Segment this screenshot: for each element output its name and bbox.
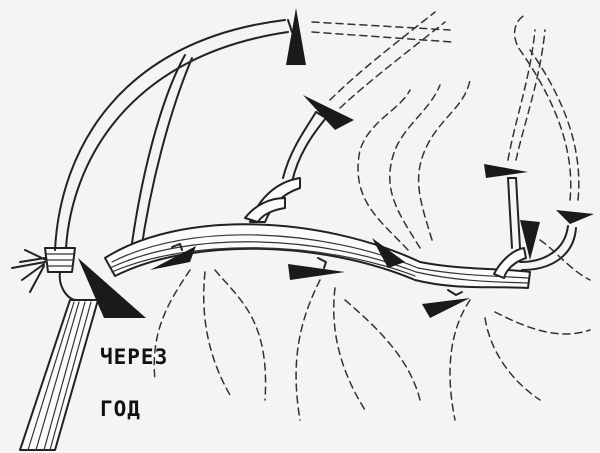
caption-text: ЧЕРЕЗ ГОД bbox=[100, 318, 220, 448]
arrowhead-icon bbox=[288, 264, 345, 280]
arrowhead-icon bbox=[556, 210, 594, 224]
arrowhead-icon bbox=[150, 246, 196, 270]
arrowhead-icon bbox=[520, 220, 540, 260]
arrowhead-icon bbox=[372, 238, 405, 268]
arrowhead-icon bbox=[484, 164, 528, 178]
arching-stem bbox=[54, 19, 293, 301]
caption-line-2: ГОД bbox=[100, 397, 141, 421]
middle-shoot bbox=[244, 111, 327, 223]
right-shoots bbox=[493, 177, 577, 279]
binding-tie bbox=[11, 247, 76, 293]
arrowhead-icon bbox=[303, 95, 354, 130]
arrowhead-icon bbox=[422, 298, 470, 318]
arrowhead-icon bbox=[286, 8, 306, 65]
future-growth-dashed bbox=[153, 11, 591, 421]
caption-line-1: ЧЕРЕЗ bbox=[100, 345, 169, 369]
old-stem-bundle bbox=[19, 299, 99, 451]
layered-branch bbox=[104, 223, 531, 296]
arrowhead-icon bbox=[78, 258, 146, 318]
arrow-markers bbox=[78, 8, 594, 318]
